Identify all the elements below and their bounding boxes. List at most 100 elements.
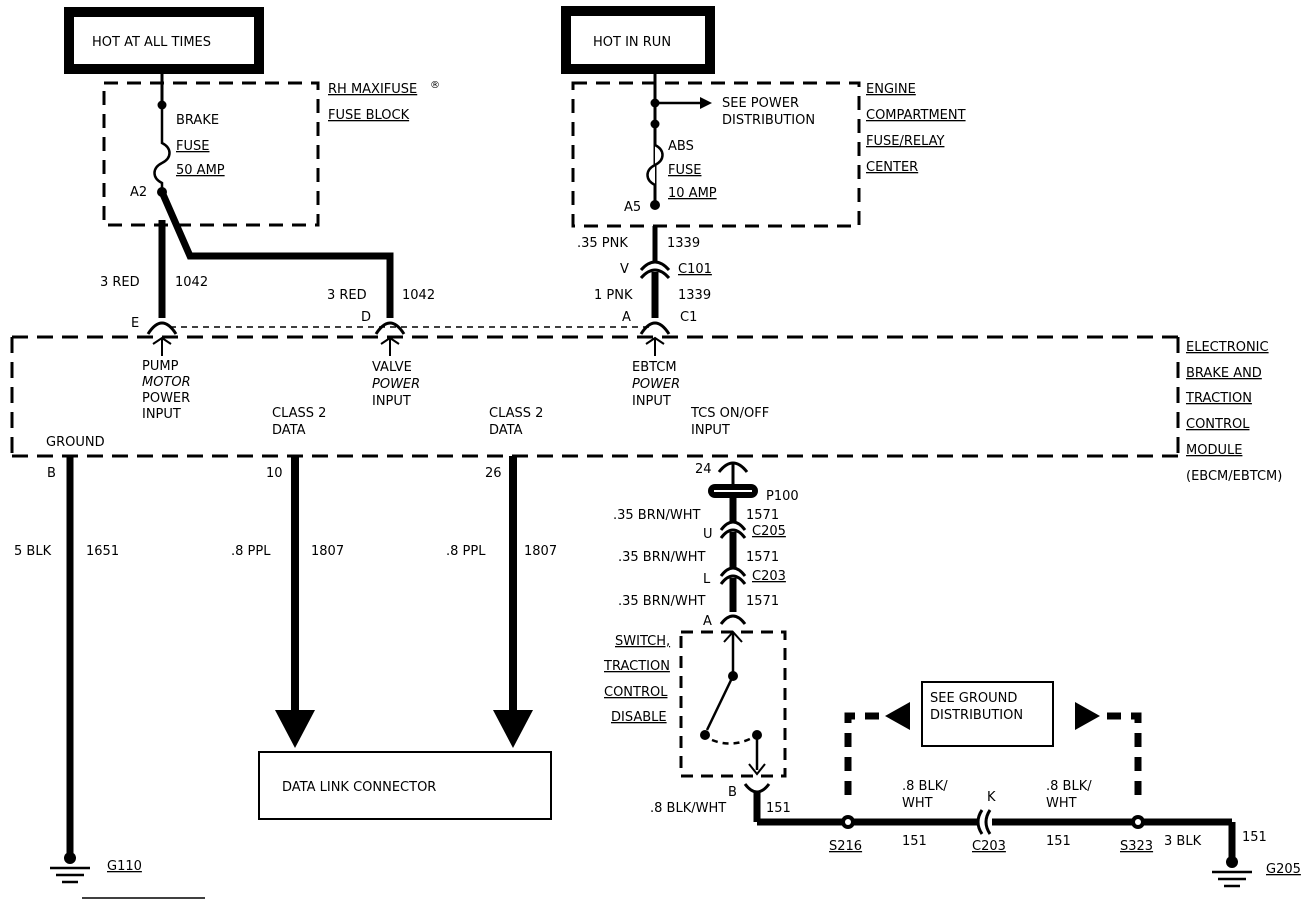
w-8blk-b1: .8 BLK/ [1046, 779, 1092, 794]
pump-line2: MOTOR [142, 375, 191, 390]
abs-fuse-word: FUSE [668, 163, 701, 178]
ebcm-title-3: TRACTION [1185, 391, 1252, 406]
class2-a-line1: CLASS 2 [272, 406, 326, 421]
arrow-1807-a [275, 710, 315, 748]
pump-line4: INPUT [142, 407, 181, 422]
a5-label: A5 [624, 200, 641, 215]
w-8blk-b2: WHT [1046, 796, 1077, 811]
ground-label: GROUND [46, 435, 105, 450]
w-8ppl-b: .8 PPL [446, 544, 486, 559]
w-brnwht-2: .35 BRN/WHT [618, 550, 705, 565]
c1-pin: A [622, 310, 631, 325]
fuse-block-title: FUSE BLOCK [328, 108, 410, 123]
tcs-line2: INPUT [691, 423, 730, 438]
w-151-b: 151 [1046, 834, 1071, 849]
w-1571-3: 1571 [746, 594, 779, 609]
c101-pin: V [620, 262, 629, 277]
c101-label: C101 [678, 262, 712, 277]
ebcm-title-1: ELECTRONIC [1186, 340, 1269, 355]
hot-in-run-label: HOT IN RUN [593, 35, 671, 50]
c203-top-label: C203 [752, 569, 786, 584]
a5-node [650, 200, 660, 210]
c203-label: C203 [972, 839, 1006, 854]
w-35pnk: .35 PNK [577, 236, 628, 251]
c101-connector-bottom [639, 268, 671, 280]
w-1042-right: 1042 [402, 288, 435, 303]
pump-line3: POWER [142, 391, 190, 406]
w-1807-b: 1807 [524, 544, 557, 559]
see-power-line2: DISTRIBUTION [722, 113, 815, 128]
w-brnwht-1: .35 BRN/WHT [613, 508, 700, 523]
brake-fuse-name: BRAKE [176, 113, 219, 128]
engine-title-4: CENTER [866, 160, 918, 175]
ebtcm-line3: INPUT [632, 394, 671, 409]
abs-fuse-rating: 10 AMP [668, 186, 717, 201]
w-3red-right: 3 RED [327, 288, 367, 303]
c1-label: C1 [680, 310, 697, 325]
w-8blk-a2: WHT [902, 796, 933, 811]
w-8blk-a1: .8 BLK/ [902, 779, 948, 794]
class2-b-line1: CLASS 2 [489, 406, 543, 421]
ground-distribution-circuit: SEE GROUND DISTRIBUTION .8 BLK/ WHT 151 … [829, 681, 1301, 888]
abs-fuse-symbol [646, 124, 664, 205]
w-8ppl-a: .8 PPL [231, 544, 271, 559]
ebcm-title-5: MODULE [1186, 443, 1242, 458]
l-pin: L [703, 572, 711, 587]
see-ground-line1: SEE GROUND [930, 691, 1017, 706]
ground-arrow-right [1075, 702, 1100, 730]
c203-connector-b [984, 809, 992, 835]
pin-b-label: B [47, 466, 56, 481]
hot-at-all-times-label: HOT AT ALL TIMES [92, 35, 211, 50]
pin-d-label: D [361, 310, 371, 325]
see-ground-line2: DISTRIBUTION [930, 708, 1023, 723]
pin-e-label: E [131, 316, 139, 331]
pin-26-label: 26 [485, 466, 502, 481]
ebtcm-line1: EBTCM [632, 360, 677, 375]
brake-fuse-symbol [153, 105, 171, 192]
u-pin: U [703, 527, 713, 542]
tcs-line1: TCS ON/OFF [690, 406, 769, 421]
brake-fuse-word: FUSE [176, 139, 209, 154]
class2-a-line2: DATA [272, 423, 306, 438]
pin-10-label: 10 [266, 466, 283, 481]
w-151-a: 151 [902, 834, 927, 849]
engine-title-3: FUSE/RELAY [866, 134, 945, 149]
pin-24-label: 24 [695, 462, 712, 477]
g205-label: G205 [1266, 862, 1301, 877]
c205-label: C205 [752, 524, 786, 539]
w-3red-left: 3 RED [100, 275, 140, 290]
c101-connector-top [639, 260, 671, 272]
w-1pnk: 1 PNK [594, 288, 633, 303]
class2-b-line2: DATA [489, 423, 523, 438]
see-ground-box [921, 681, 1054, 747]
data-link-connector-box: DATA LINK CONNECTOR [258, 751, 552, 820]
w-1339-top: 1339 [667, 236, 700, 251]
registered-mark: ® [430, 80, 440, 91]
hot-in-run-box: HOT IN RUN [561, 6, 715, 74]
ground-arrow-left [885, 702, 910, 730]
data-link-connector-label: DATA LINK CONNECTOR [282, 780, 436, 795]
pump-line1: PUMP [142, 359, 179, 374]
pin-a-connector [639, 321, 671, 335]
class2-data-lines: .8 PPL 1807 .8 PPL 1807 [231, 456, 557, 748]
valve-line1: VALVE [372, 360, 412, 375]
w-1651: 1651 [86, 544, 119, 559]
ebtcm-line2: POWER [632, 377, 680, 392]
s216-label: S216 [829, 839, 862, 854]
w-8blkwht: .8 BLK/WHT [650, 801, 726, 816]
hot-at-all-times-box: HOT AT ALL TIMES [64, 7, 264, 74]
ebcm-title-4: CONTROL [1186, 417, 1250, 432]
w-3blk: 3 BLK [1164, 834, 1202, 849]
switch-line4: DISABLE [611, 710, 667, 725]
w-1042-left: 1042 [175, 275, 208, 290]
a2-label: A2 [130, 185, 147, 200]
s323-label: S323 [1120, 839, 1153, 854]
c203-connector-a [976, 809, 984, 835]
valve-line2: POWER [372, 377, 420, 392]
switch-line1: SWITCH, [615, 634, 670, 649]
abs-fuse-name: ABS [668, 139, 694, 154]
w-brnwht-3: .35 BRN/WHT [618, 594, 705, 609]
w-1807-a: 1807 [311, 544, 344, 559]
g110-label: G110 [107, 859, 142, 874]
